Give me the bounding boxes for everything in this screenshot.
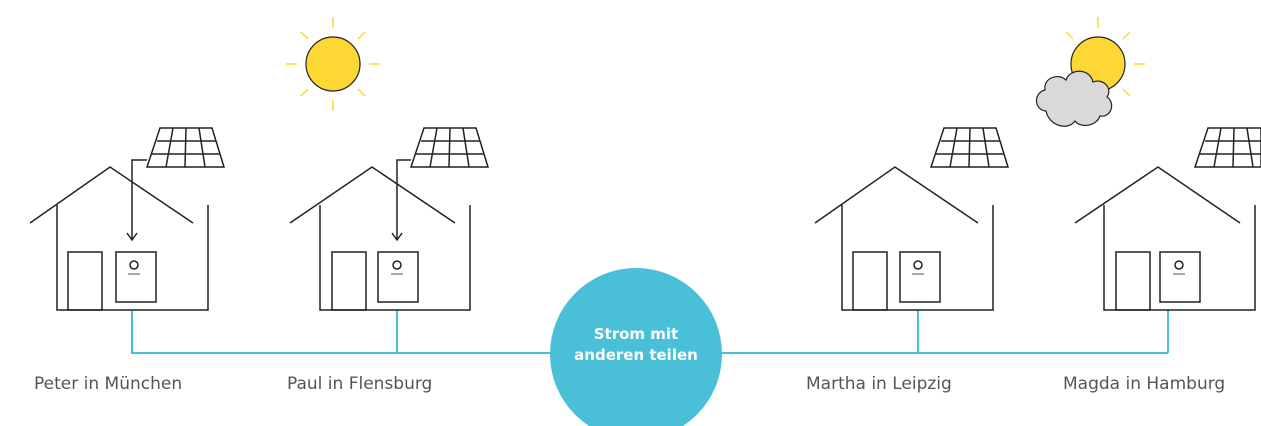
label-paul: Paul in Flensburg [287,374,433,394]
label-peter: Peter in München [34,374,183,394]
solar-panel-icon [409,127,490,168]
battery-icon [391,260,403,275]
battery-icon [1173,260,1185,275]
solar-panel-icon [1193,127,1261,168]
house-martha [814,127,1010,311]
hub-label-line1: Strom mit [593,325,679,343]
solar-panel-icon [145,127,226,168]
battery-icon [912,260,924,275]
label-martha: Martha in Leipzig [806,374,952,394]
house-magda [1074,127,1261,311]
house-icon [29,166,194,224]
house-icon [289,166,456,224]
grid-line [131,310,1169,354]
hub-circle [550,268,722,426]
battery-icon [128,260,140,275]
hub-label: Strom mit anderen teilen [550,324,722,366]
cloud-icon [1035,70,1113,127]
solar-panel-icon [929,127,1010,168]
house-icon [814,166,979,224]
hub-label-line2: anderen teilen [574,346,698,364]
label-magda: Magda in Hamburg [1063,374,1226,394]
house-peter [29,127,226,311]
house-icon [1074,166,1241,224]
sun-icon [286,17,380,111]
house-paul [289,127,490,311]
